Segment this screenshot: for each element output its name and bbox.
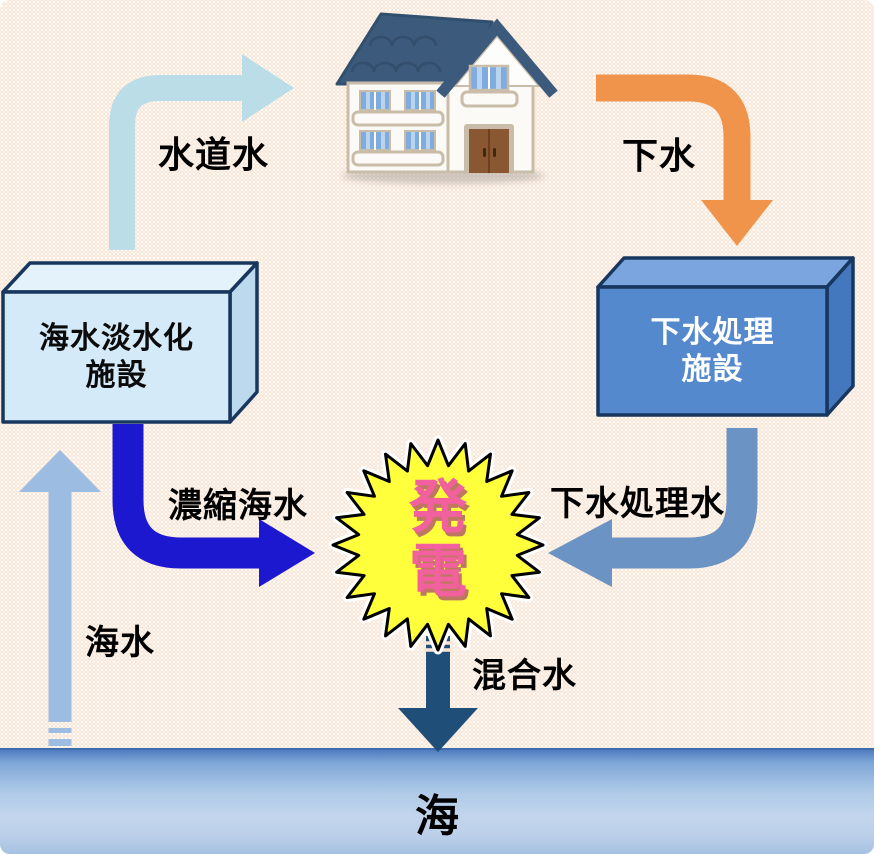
window-icon <box>351 90 445 127</box>
sea-label: 海 <box>415 792 459 841</box>
desalination-plant-line2: 施設 <box>85 359 148 392</box>
mixed-water-label: 混合水 <box>472 657 577 695</box>
tap-water-label: 水道水 <box>158 134 270 175</box>
desalination-plant-label: 海水淡水化 施設 <box>3 292 230 422</box>
window-icon <box>460 64 519 108</box>
seawater-arrow <box>19 450 101 746</box>
power-generation-char1: 発 <box>408 475 467 540</box>
treated-sewage-water-label: 下水処理水 <box>550 485 725 523</box>
mixed-water-arrow <box>398 636 478 752</box>
sewage-plant-label: 下水処理 施設 <box>598 287 827 415</box>
sewage-plant-line2: 施設 <box>681 353 744 386</box>
power-generation-char2: 電 <box>408 539 467 604</box>
sewage-label: 下水 <box>622 135 697 176</box>
window-icon <box>351 130 445 167</box>
sewage-plant-line1: 下水処理 <box>650 315 775 349</box>
door-icon <box>464 124 514 173</box>
concentrated-seawater-label: 濃縮海水 <box>168 487 308 525</box>
desalination-plant-line1: 海水淡水化 <box>39 321 194 355</box>
power-generation-label: 発 電 <box>388 476 488 604</box>
seawater-label: 海水 <box>85 624 155 662</box>
house-icon <box>335 12 558 184</box>
